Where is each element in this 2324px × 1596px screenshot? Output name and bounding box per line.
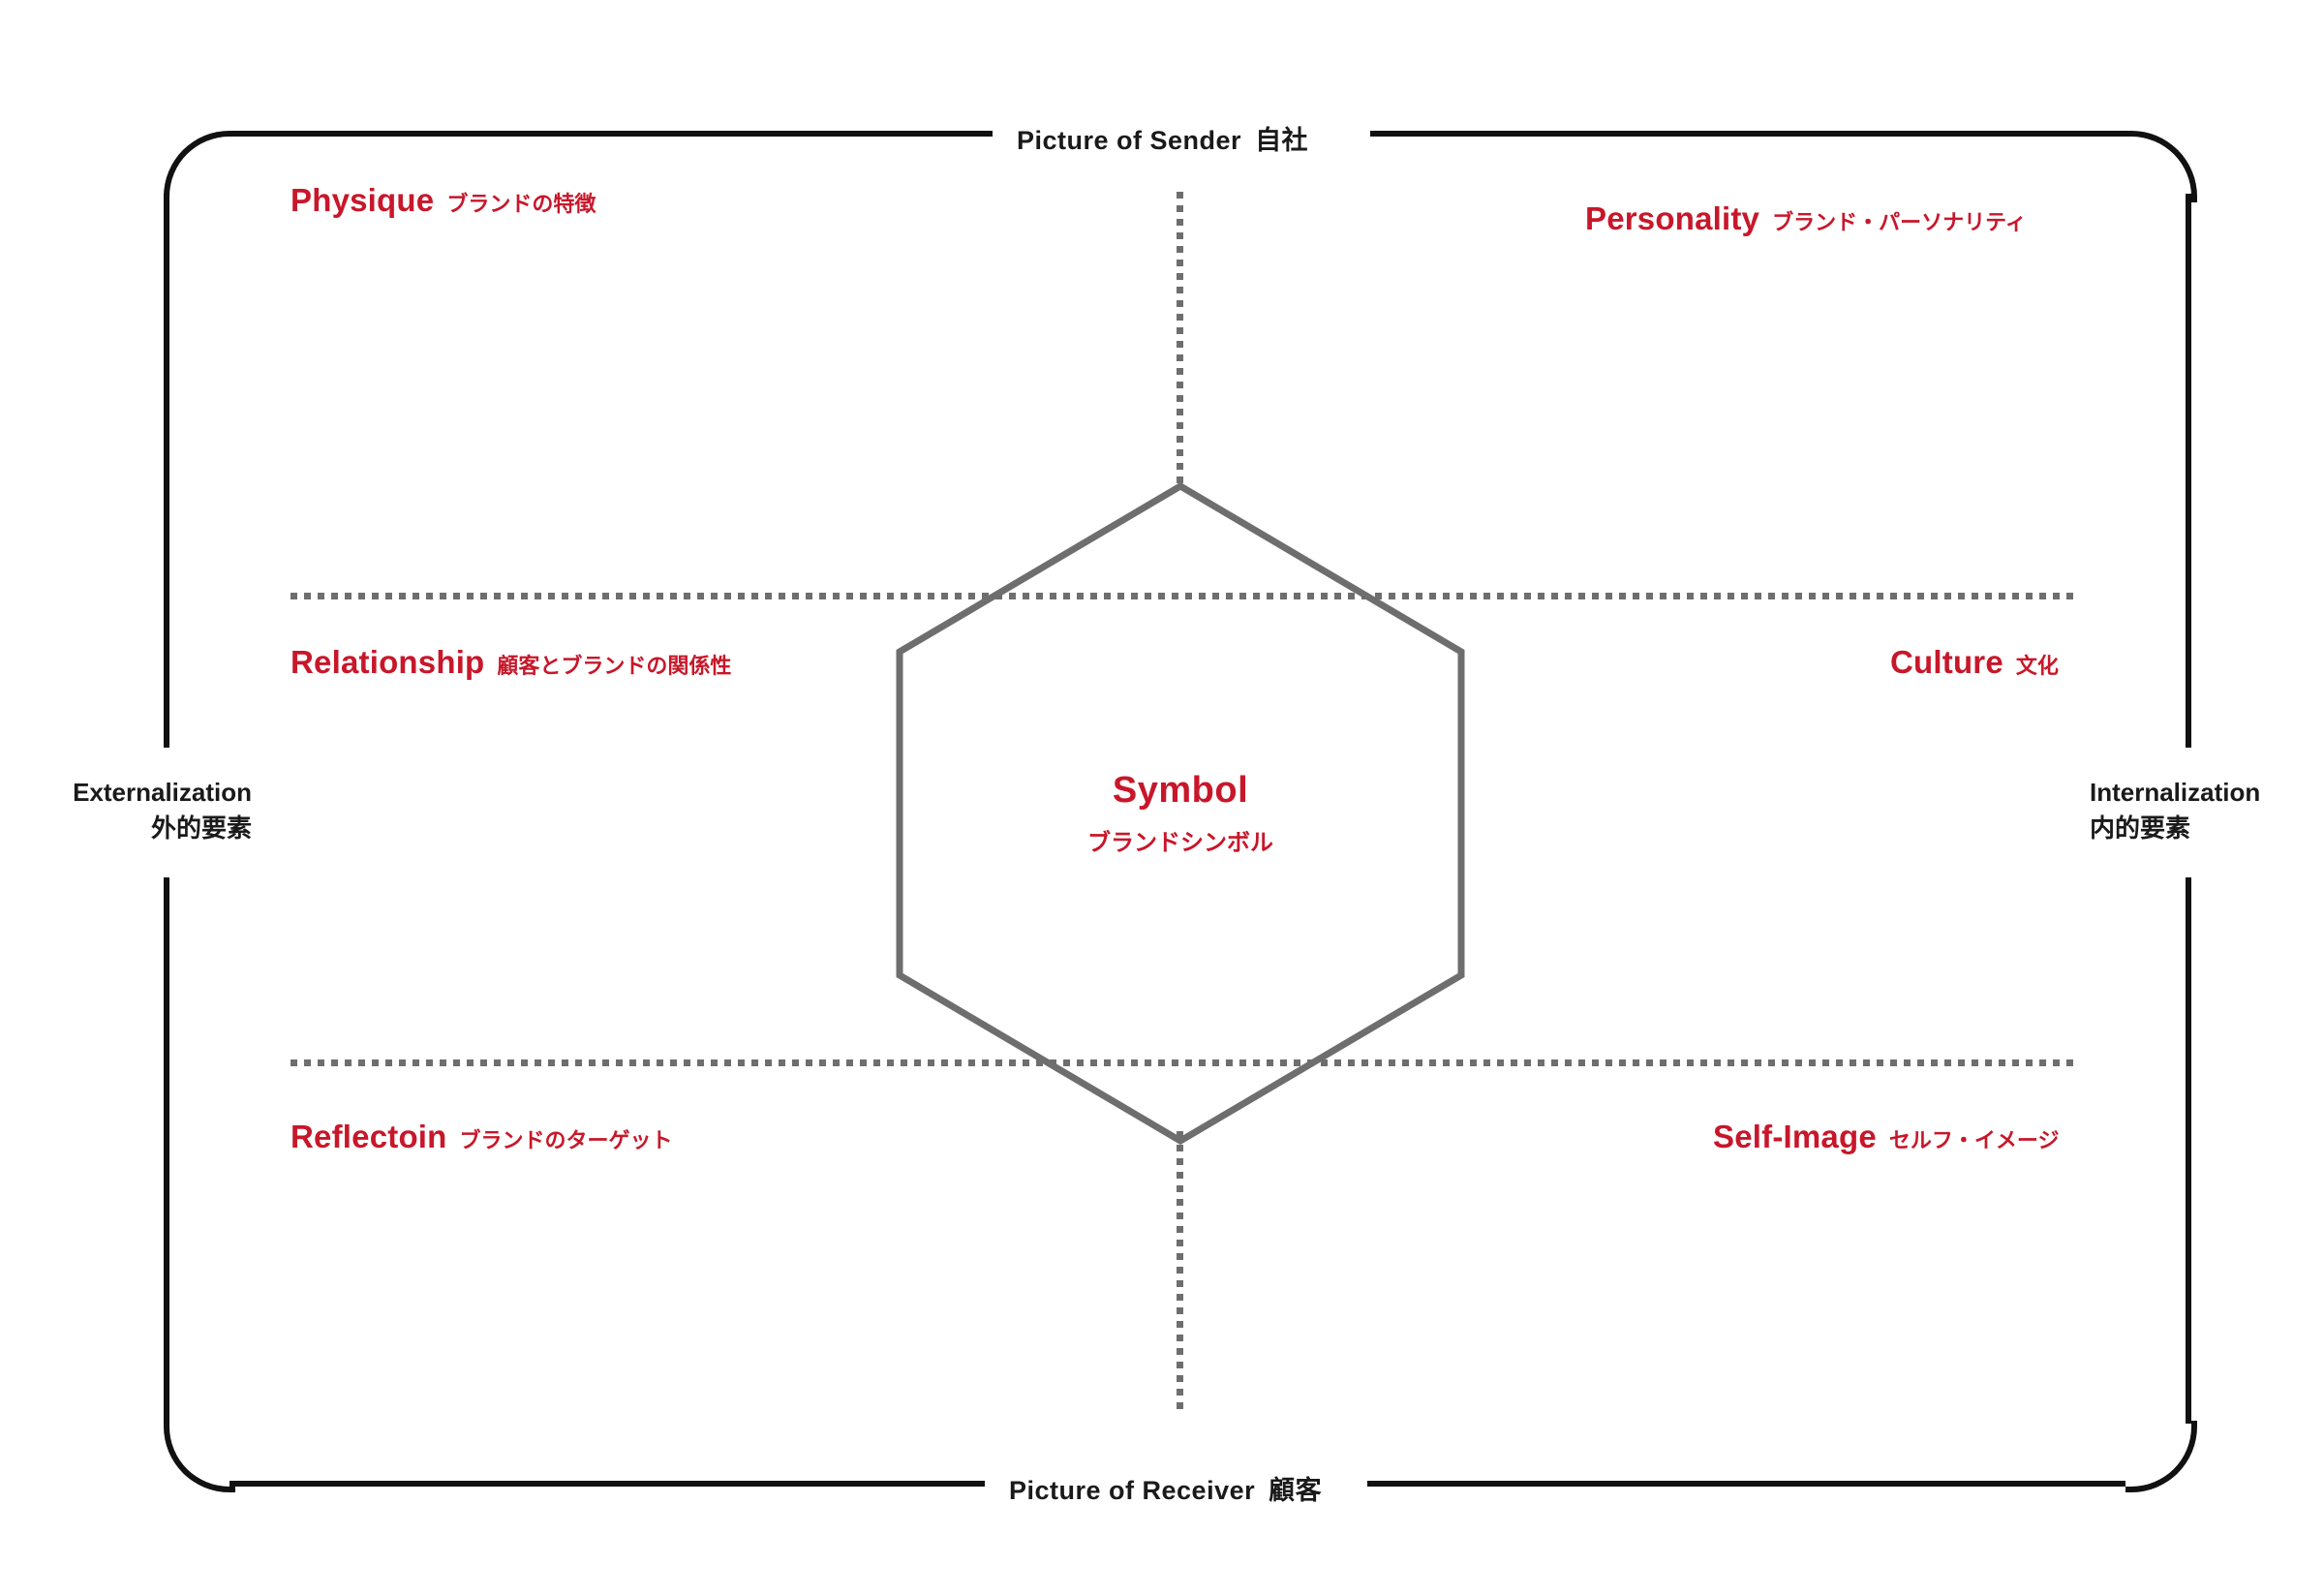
axis-label-externalization: Externalization 外的要素 [8, 775, 252, 846]
frame-right-upper-segment [2186, 194, 2191, 748]
facet-relationship-en: Relationship [290, 644, 485, 680]
facet-relationship: Relationship 顧客とブランドの関係性 [290, 644, 731, 681]
divider-lower-dotted [290, 1059, 2074, 1066]
frame-bottom-right-segment [1367, 1481, 2125, 1487]
axis-label-internalization: Internalization 内的要素 [2090, 775, 2324, 846]
facet-culture-en: Culture [1890, 644, 2003, 680]
facet-personality-en: Personality [1585, 200, 1760, 236]
title-picture-of-receiver-en: Picture of Receiver [1009, 1476, 1256, 1505]
facet-reflection-en: Reflectoin [290, 1119, 447, 1154]
facet-culture: Culture 文化 [1890, 644, 2059, 681]
facet-personality: Personality ブランド・パーソナリティ [1585, 200, 2027, 237]
title-picture-of-sender-jp: 自社 [1255, 126, 1309, 155]
frame-corner-bottom-left [164, 1421, 235, 1492]
center-symbol-en: Symbol [1112, 770, 1249, 811]
facet-culture-jp: 文化 [2015, 654, 2059, 678]
frame-left-upper-segment [164, 194, 169, 748]
frame-corner-top-right [2125, 131, 2197, 202]
center-symbol-label: Symbol ブランドシンボル [896, 770, 1465, 857]
facet-self-image: Self-Image セルフ・イメージ [1713, 1119, 2059, 1155]
axis-label-internalization-en: Internalization [2090, 778, 2261, 807]
axis-label-externalization-jp: 外的要素 [150, 813, 252, 843]
facet-self-image-en: Self-Image [1713, 1119, 1877, 1154]
symbol-hexagon [896, 482, 1465, 1145]
title-picture-of-sender-en: Picture of Sender [1017, 126, 1242, 155]
title-picture-of-receiver: Picture of Receiver 顧客 [1009, 1469, 1322, 1507]
frame-bottom-left-segment [229, 1481, 985, 1487]
axis-label-internalization-jp: 内的要素 [2090, 813, 2191, 843]
facet-physique-en: Physique [290, 182, 435, 218]
frame-top-left-segment [229, 131, 993, 137]
title-picture-of-receiver-jp: 顧客 [1269, 1476, 1323, 1505]
facet-physique: Physique ブランドの特徴 [290, 182, 596, 219]
facet-relationship-jp: 顧客とブランドの関係性 [497, 654, 732, 678]
frame-corner-top-left [164, 131, 235, 202]
title-picture-of-sender: Picture of Sender 自社 [1017, 119, 1308, 157]
axis-label-externalization-en: Externalization [73, 778, 252, 807]
frame-corner-bottom-right [2125, 1421, 2197, 1492]
divider-top-dotted [1177, 192, 1183, 488]
facet-self-image-jp: セルフ・イメージ [1888, 1128, 2060, 1152]
divider-bottom-dotted [1177, 1131, 1183, 1412]
facet-personality-jp: ブランド・パーソナリティ [1772, 210, 2027, 234]
facet-physique-jp: ブランドの特徴 [446, 192, 596, 216]
facet-reflection: Reflectoin ブランドのターゲット [290, 1119, 673, 1155]
center-symbol-jp: ブランドシンボル [1087, 830, 1273, 856]
divider-upper-dotted [290, 593, 2074, 599]
frame-top-right-segment [1370, 131, 2125, 137]
facet-reflection-jp: ブランドのターゲット [459, 1128, 673, 1152]
frame-left-lower-segment [164, 877, 169, 1424]
frame-right-lower-segment [2186, 877, 2191, 1424]
